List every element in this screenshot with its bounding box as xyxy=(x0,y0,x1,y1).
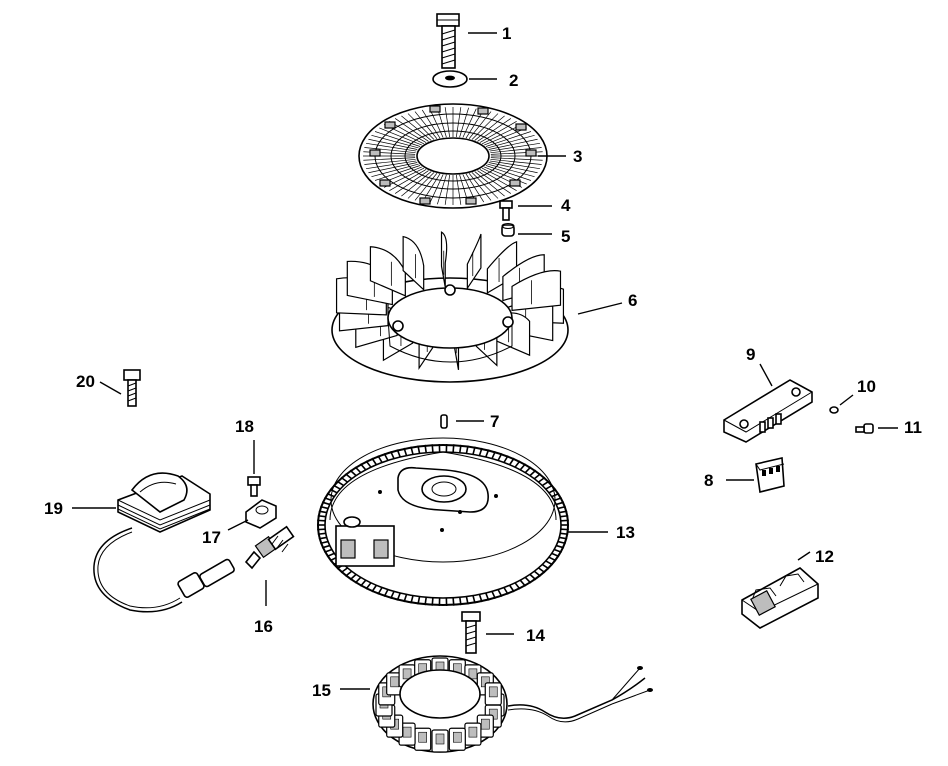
part-1-bolt xyxy=(436,13,460,69)
callout-11: 11 xyxy=(904,418,922,437)
part-7-key xyxy=(440,414,448,429)
part-20-bolt xyxy=(123,369,141,407)
callout-6: 6 xyxy=(628,291,637,310)
leader-line-17 xyxy=(227,519,249,531)
callout-5: 5 xyxy=(561,227,570,246)
part-14-bolt xyxy=(461,611,481,654)
part-6-fan xyxy=(331,231,569,383)
callout-13: 13 xyxy=(616,523,635,542)
callout-1: 1 xyxy=(502,24,511,43)
part-13-flywheel xyxy=(317,437,569,606)
part-2-washer xyxy=(432,70,468,88)
part-5-spacer xyxy=(501,223,515,237)
leader-line-9 xyxy=(759,363,773,387)
leader-line-6 xyxy=(577,302,623,315)
leader-line-20 xyxy=(99,381,122,395)
part-17-clip xyxy=(245,499,277,529)
leader-line-12 xyxy=(797,551,811,561)
callout-15: 15 xyxy=(312,681,331,700)
part-15-stator xyxy=(372,655,653,753)
part-12-insulator xyxy=(741,567,819,629)
callout-2: 2 xyxy=(509,71,518,90)
leader-line-10 xyxy=(839,394,854,406)
part-19-ignition-module xyxy=(93,472,235,613)
callout-12: 12 xyxy=(815,547,834,566)
callout-16: 16 xyxy=(254,617,273,636)
callout-14: 14 xyxy=(526,626,545,645)
part-9-regulator xyxy=(723,379,813,443)
callout-10: 10 xyxy=(857,377,876,396)
part-10-washer xyxy=(829,406,839,414)
callout-17: 17 xyxy=(202,528,221,547)
callout-18: 18 xyxy=(235,417,254,436)
callout-7: 7 xyxy=(490,412,499,431)
callout-8: 8 xyxy=(704,471,713,490)
part-16-spark-plug xyxy=(244,525,295,570)
callout-4: 4 xyxy=(561,196,571,215)
callout-9: 9 xyxy=(746,345,755,364)
callout-20: 20 xyxy=(76,372,95,391)
part-11-screw xyxy=(855,423,874,434)
part-3-screen xyxy=(358,103,548,209)
part-18-screw xyxy=(247,476,261,497)
part-8-connector xyxy=(755,457,785,493)
callout-19: 19 xyxy=(44,499,63,518)
callout-3: 3 xyxy=(573,147,582,166)
part-4-screw xyxy=(499,200,513,221)
